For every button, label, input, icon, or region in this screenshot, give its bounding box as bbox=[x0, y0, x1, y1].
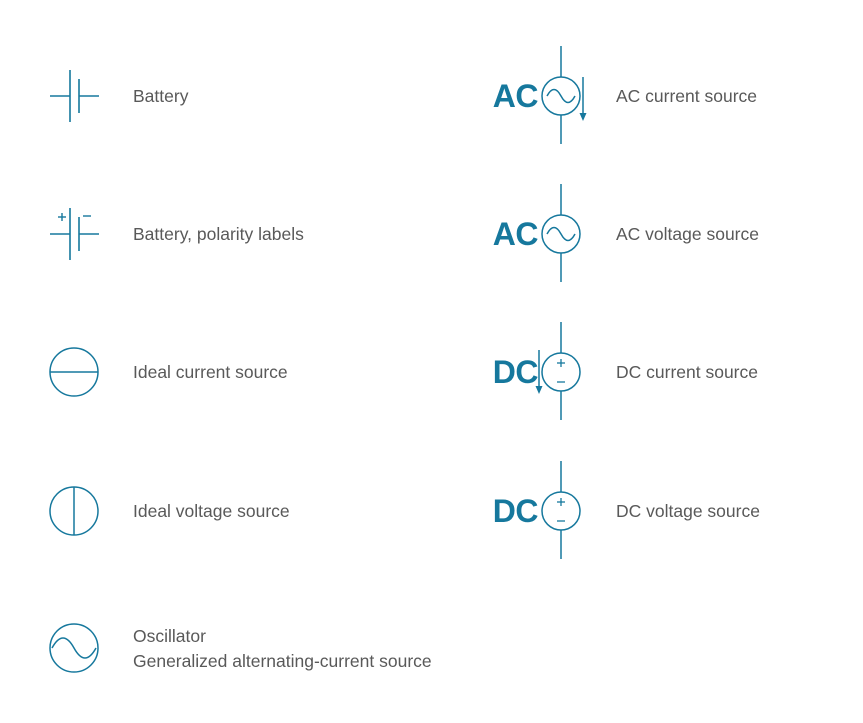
dc-current-source-label: DC current source bbox=[616, 362, 758, 382]
ideal-current-source-symbol-icon bbox=[49, 347, 99, 397]
dc-current-source-symbol-icon bbox=[535, 322, 581, 420]
ideal-voltage-source-label: Ideal voltage source bbox=[133, 501, 290, 521]
dc-prefix-text: DC bbox=[492, 354, 539, 390]
ideal-voltage-source-symbol-icon bbox=[49, 486, 99, 536]
sine-wave-icon bbox=[546, 88, 576, 104]
sine-wave-icon bbox=[51, 637, 97, 659]
dc-voltage-source-symbol-icon bbox=[541, 461, 581, 559]
ac-current-source-symbol-icon bbox=[541, 46, 587, 144]
ac-prefix-text: AC bbox=[492, 78, 539, 114]
dc-prefix-text: DC bbox=[492, 493, 539, 529]
ideal-current-source-label: Ideal current source bbox=[133, 362, 288, 382]
battery-symbol-icon bbox=[50, 70, 99, 122]
oscillator-symbol-icon bbox=[49, 623, 99, 673]
ac-voltage-source-label: AC voltage source bbox=[616, 224, 759, 244]
sine-wave-icon bbox=[546, 226, 576, 242]
ac-prefix-text: AC bbox=[492, 216, 539, 252]
battery-label: Battery bbox=[133, 86, 189, 106]
dc-voltage-source-label: DC voltage source bbox=[616, 501, 760, 521]
current-arrow-icon bbox=[535, 350, 543, 394]
battery-polarity-symbol-icon bbox=[50, 208, 99, 260]
plus-mark-icon bbox=[557, 498, 565, 506]
ac-current-source-label: AC current source bbox=[616, 86, 758, 106]
current-arrow-icon bbox=[579, 77, 587, 121]
plus-mark-icon bbox=[557, 359, 565, 367]
battery-polarity-label: Battery, polarity labels bbox=[133, 224, 304, 244]
oscillator-label: Oscillator Generalized alternating-curre… bbox=[133, 626, 432, 671]
ac-voltage-source-symbol-icon bbox=[541, 184, 581, 282]
plus-mark-icon bbox=[58, 213, 66, 221]
